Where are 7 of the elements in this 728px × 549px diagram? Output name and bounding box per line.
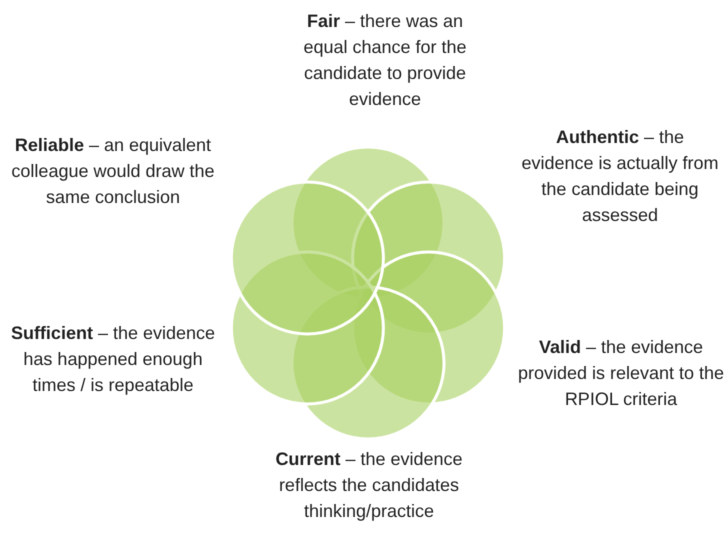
venn-circle bbox=[230, 180, 385, 336]
criterion-description: Fair – there was an equal chance for the candidate to provide evidence bbox=[302, 10, 468, 111]
criterion-description: Current – the evidence reflects the candidates thinking/practice bbox=[274, 448, 464, 523]
criterion-description: Reliable – an equivalent colleague would draw the same conclusion bbox=[10, 134, 216, 209]
criterion-description: Valid – the evidence provided is relevant to the RPIOL criteria bbox=[516, 336, 726, 411]
criterion-description: Sufficient – the evidence has happened enough times / is repeatable bbox=[10, 322, 216, 397]
criterion-description: Authentic – the evidence is actually from the candidate being assessed bbox=[520, 126, 720, 227]
